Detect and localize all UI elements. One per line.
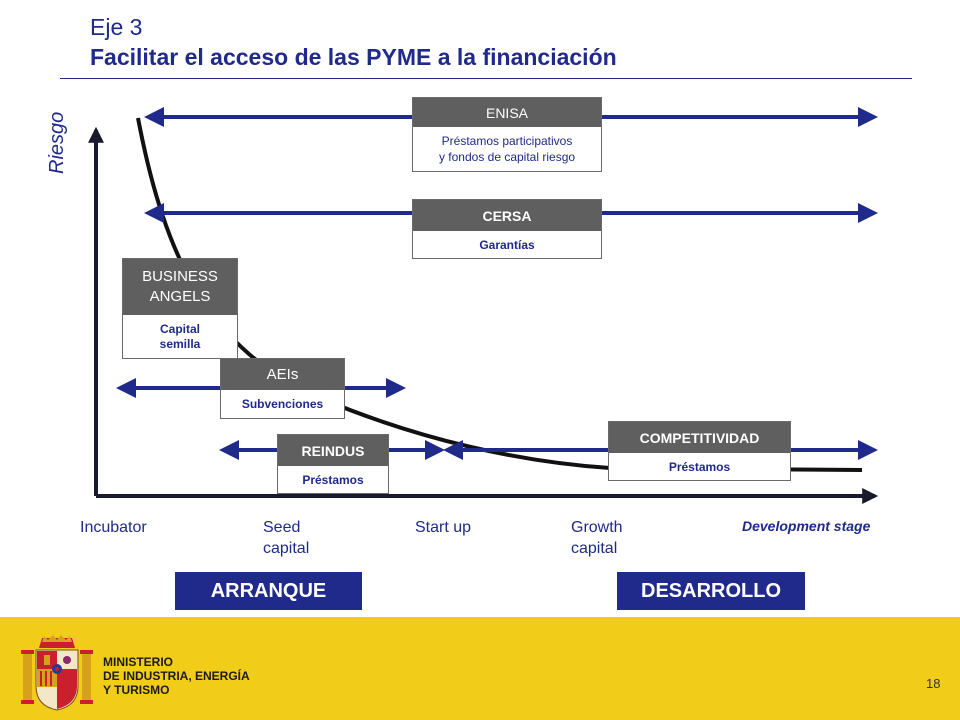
slide-title-line2: Facilitar el acceso de las PYME a la fin… [90,44,617,70]
ministry-name-line3: Y TURISMO [103,683,170,697]
aeis-description: Subvenciones [241,397,324,411]
stage-growth-line1: Growth [571,519,623,536]
x-axis-label: Development stage [742,518,871,534]
stage-seed-capital: Seed capital [263,517,309,559]
business-angels-description-line1: Capital [159,321,200,336]
footer-band [0,617,960,720]
competitividad-box: COMPETITIVIDAD Préstamos [608,421,791,481]
business-angels-header-line1: BUSINESS [142,268,218,285]
enisa-box: ENISA Préstamos participativos y fondos … [412,97,602,172]
cersa-header: CERSA [413,200,601,231]
business-angels-description-line2: semilla [159,336,201,351]
phase-arranque: ARRANQUE [175,572,362,610]
competitividad-header: COMPETITIVIDAD [609,422,790,453]
enisa-description-line2: y fondos de capital riesgo [438,150,576,164]
title-divider [60,78,912,79]
enisa-header: ENISA [413,98,601,127]
business-angels-header: BUSINESS ANGELS [123,259,237,315]
ministry-name: MINISTERIO DE INDUSTRIA, ENERGÍA Y TURIS… [103,655,250,697]
y-axis-label: Riesgo [46,111,68,174]
competitividad-description: Préstamos [668,459,731,474]
business-angels-description: Capital semilla [123,315,237,358]
stage-start-up: Start up [415,519,472,536]
stage-growth-line2: capital [571,540,618,557]
spain-coat-of-arms-icon [21,635,93,711]
business-angels-box: BUSINESS ANGELS Capital semilla [122,258,238,359]
ministry-name-line1: MINISTERIO [103,655,174,669]
stage-growth-capital: Growth capital [571,517,623,559]
page-number: 18 [926,676,941,691]
business-angels-header-line2: ANGELS [149,288,211,305]
reindus-description: Préstamos [302,472,364,487]
cersa-box: CERSA Garantías [412,199,602,259]
enisa-description: Préstamos participativos y fondos de cap… [413,127,601,171]
stage-seed-line2: capital [263,540,310,557]
reindus-box: REINDUS Préstamos [277,434,389,494]
aeis-box: AEIs Subvenciones [220,358,345,419]
stage-seed-line1: Seed [263,519,301,536]
phase-desarrollo: DESARROLLO [617,572,805,610]
ministry-name-line2: DE INDUSTRIA, ENERGÍA [103,669,250,683]
stage-incubator: Incubator [80,519,147,536]
enisa-description-line1: Préstamos participativos [441,134,573,148]
slide-title-line1: Eje 3 [90,14,143,40]
cersa-description: Garantías [479,237,535,252]
reindus-header: REINDUS [278,435,388,466]
aeis-header: AEIs [221,359,344,390]
